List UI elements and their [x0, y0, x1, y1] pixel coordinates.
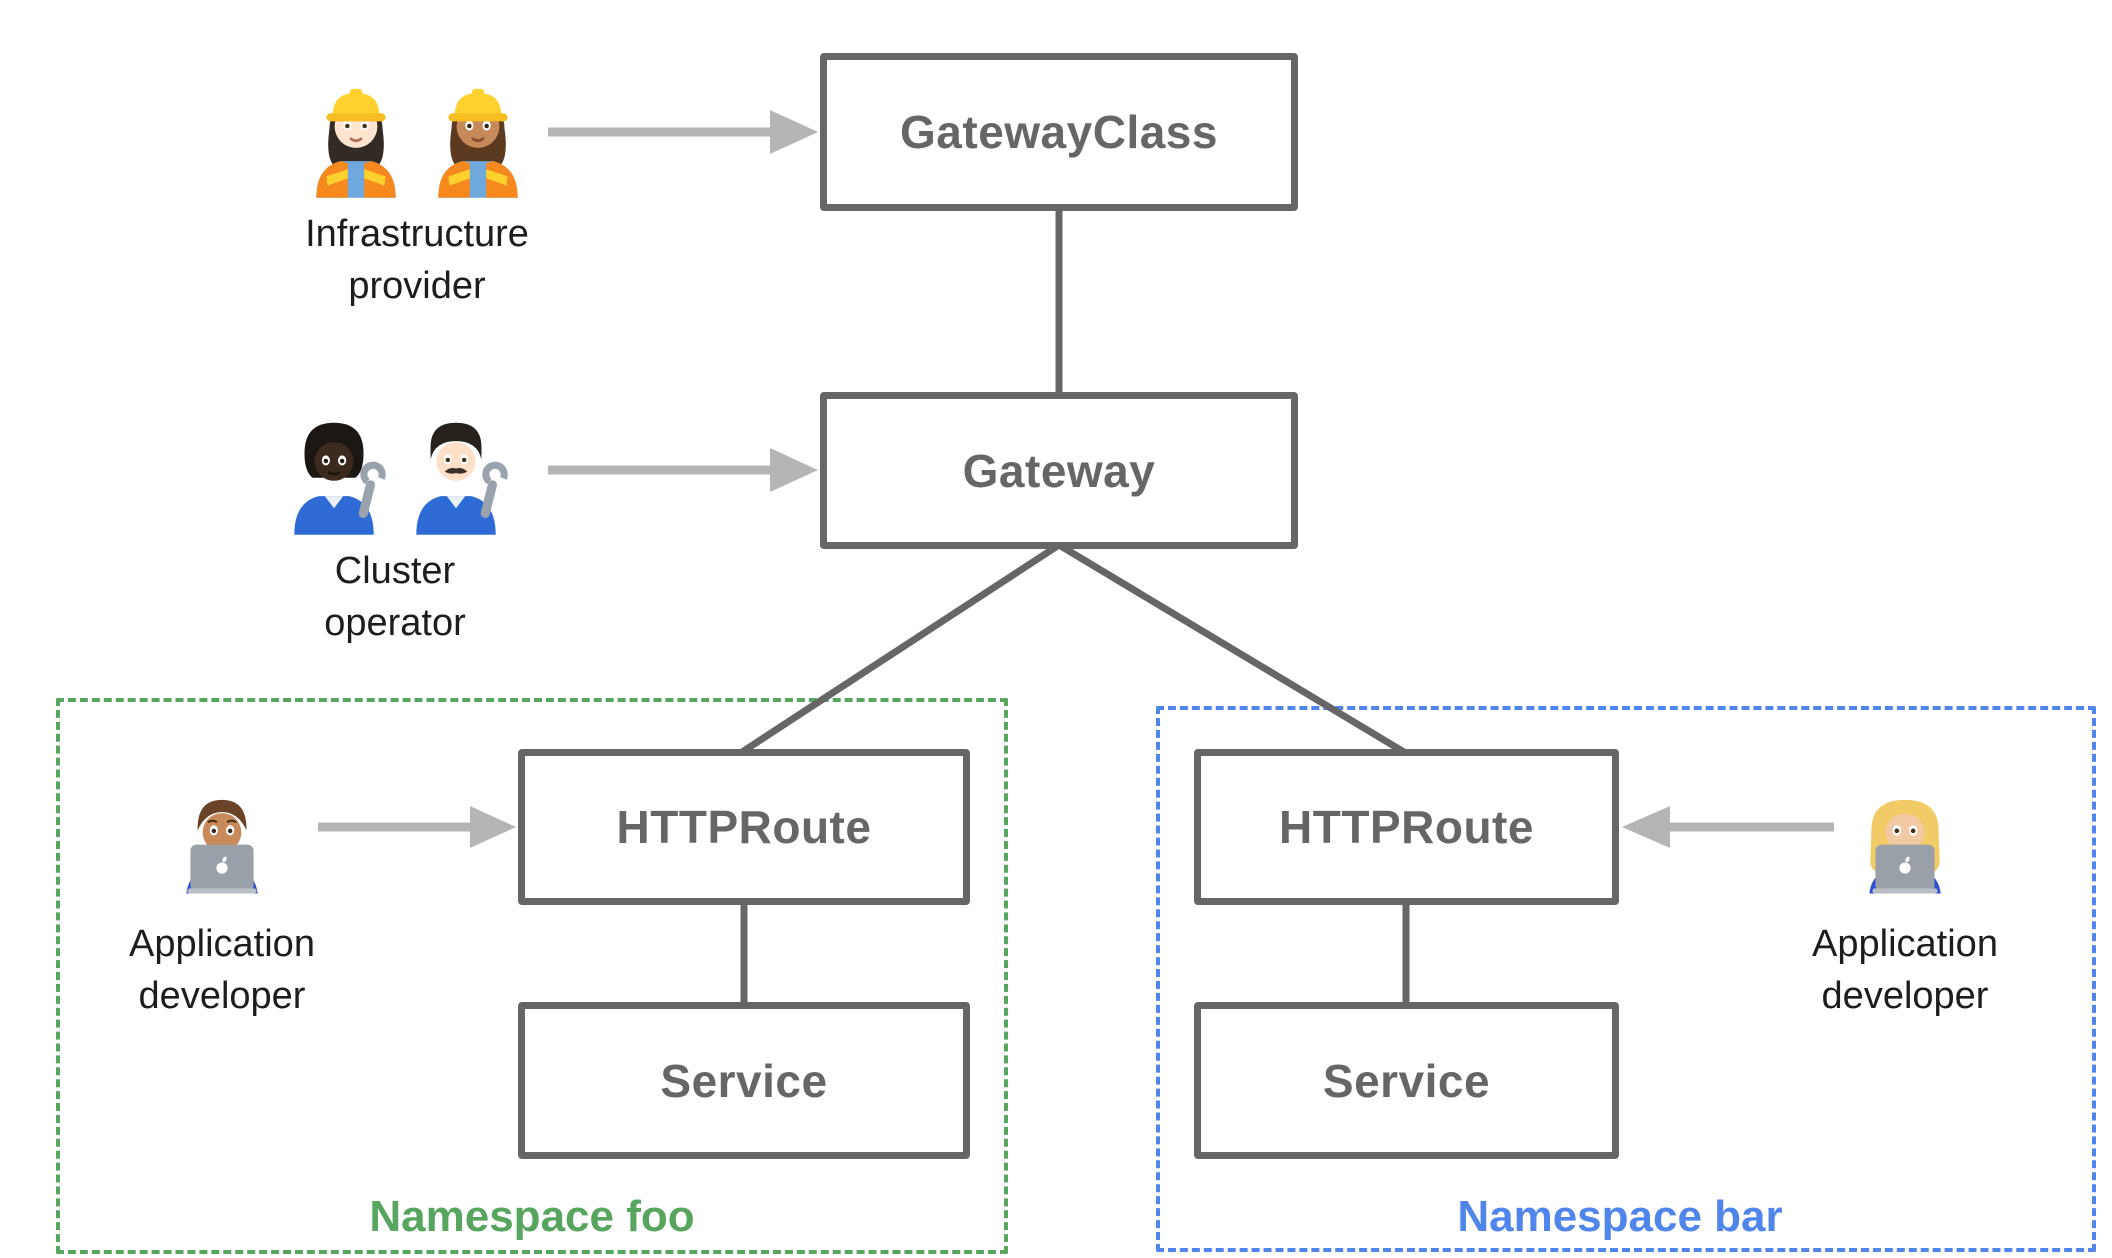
service-bar-label: Service	[1322, 1054, 1491, 1107]
actor-label-line: developer	[1821, 975, 1989, 1017]
infrastructure-provider-avatars	[300, 55, 534, 198]
actor-label-line: developer	[138, 975, 306, 1017]
actor-label-line: operator	[324, 602, 466, 644]
cluster-operator-label: Cluster operator	[324, 545, 466, 649]
actor-label-line: Application	[129, 923, 315, 965]
gateway-label: Gateway	[962, 444, 1156, 497]
actor-label-line: provider	[348, 265, 486, 307]
service-foo-label: Service	[660, 1054, 828, 1107]
woman-construction-worker-light-skin-icon	[316, 88, 396, 198]
actor-label-line: Cluster	[334, 550, 456, 592]
man-technologist-icon	[186, 799, 258, 894]
wrench-icon	[480, 461, 508, 519]
node-httproute-foo: HTTPRoute	[518, 749, 970, 905]
arrowhead-icon	[770, 110, 818, 154]
arrowhead-icon	[770, 448, 818, 492]
person-mechanic-dark-skin-icon	[294, 422, 386, 535]
woman-construction-worker-medium-skin-icon	[438, 88, 518, 198]
application-developer-foo-label: Application developer	[129, 918, 315, 1022]
namespace-foo-label: Namespace foo	[369, 1192, 695, 1241]
wrench-icon	[358, 461, 386, 519]
application-developer-bar-label: Application developer	[1812, 918, 1998, 1022]
node-gateway: Gateway	[820, 392, 1298, 549]
woman-technologist-icon	[1869, 799, 1941, 894]
gatewayclass-label: GatewayClass	[900, 106, 1218, 158]
actor-label-line: Application	[1812, 923, 1998, 965]
httproute-bar-label: HTTPRoute	[1279, 801, 1534, 853]
man-mechanic-light-skin-icon	[416, 422, 508, 535]
namespace-bar-box	[1156, 706, 2096, 1252]
node-service-bar: Service	[1194, 1002, 1619, 1159]
httproute-foo-label: HTTPRoute	[616, 801, 872, 853]
actor-application-developer-bar: Application developer	[1685, 765, 2112, 1022]
node-gatewayclass: GatewayClass	[820, 53, 1298, 211]
namespace-bar-label: Namespace bar	[1457, 1192, 1783, 1241]
namespace-foo-box	[56, 698, 1008, 1254]
actor-cluster-operator: Cluster operator	[145, 392, 645, 649]
node-httproute-bar: HTTPRoute	[1194, 749, 1619, 905]
node-service-foo: Service	[518, 1002, 970, 1159]
cluster-operator-avatars	[278, 392, 512, 535]
actor-label-line: Infrastructure	[305, 213, 529, 255]
infrastructure-provider-label: Infrastructure provider	[305, 208, 529, 312]
application-developer-bar-avatars	[1849, 765, 1961, 908]
application-developer-foo-avatars	[166, 765, 278, 908]
actor-infrastructure-provider: Infrastructure provider	[167, 55, 667, 312]
actor-application-developer-foo: Application developer	[2, 765, 442, 1022]
